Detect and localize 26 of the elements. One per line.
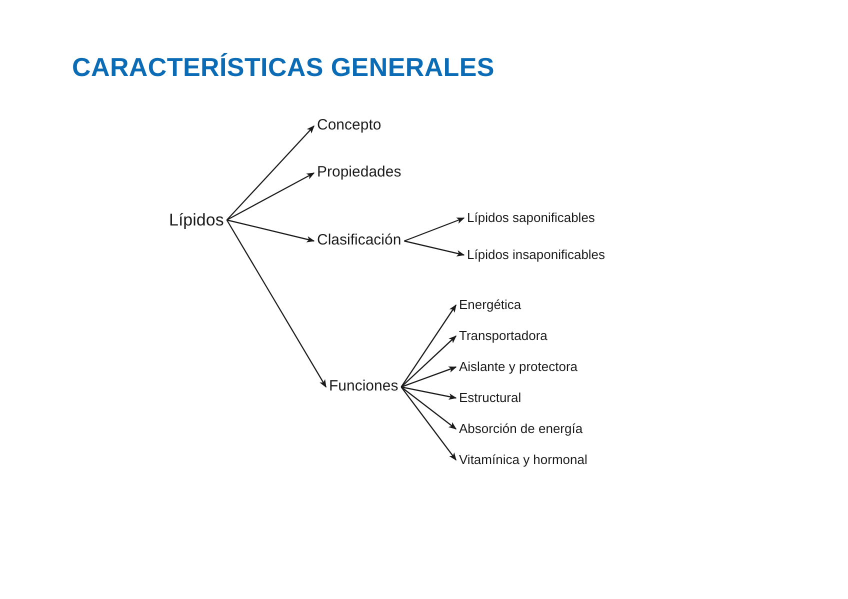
topic-label: Concepto [314, 116, 384, 136]
arrow [400, 304, 456, 388]
arrow [400, 386, 457, 430]
arrow [226, 125, 315, 220]
topic-label: Estructural [456, 390, 524, 406]
arrow [401, 366, 457, 388]
topic-label: Funciones [326, 378, 402, 396]
topic-label: Propiedades [314, 164, 404, 182]
topic-label: Transportadora [456, 328, 550, 344]
topic-label: Lípidos saponificables [464, 210, 598, 226]
topic-label: Lípidos insaponificables [464, 246, 608, 264]
topic-label: Aislante y protectora [456, 358, 581, 376]
topic-label: Absorción de energía [456, 420, 586, 438]
title: CARACTERÍSTICAS GENERALES [72, 51, 494, 84]
arrow [400, 335, 457, 388]
arrow [226, 220, 327, 388]
arrow [400, 386, 456, 461]
arrow [226, 219, 315, 242]
topic-label: Clasificación [314, 232, 404, 250]
topic-label: Vitamínica y hormonal [456, 452, 590, 468]
topic-label: Energética [456, 296, 524, 314]
arrow [404, 240, 465, 256]
arrow [226, 172, 315, 221]
arrow [401, 386, 457, 400]
arrow [404, 217, 465, 242]
topic-label: Lípidos [166, 209, 227, 231]
